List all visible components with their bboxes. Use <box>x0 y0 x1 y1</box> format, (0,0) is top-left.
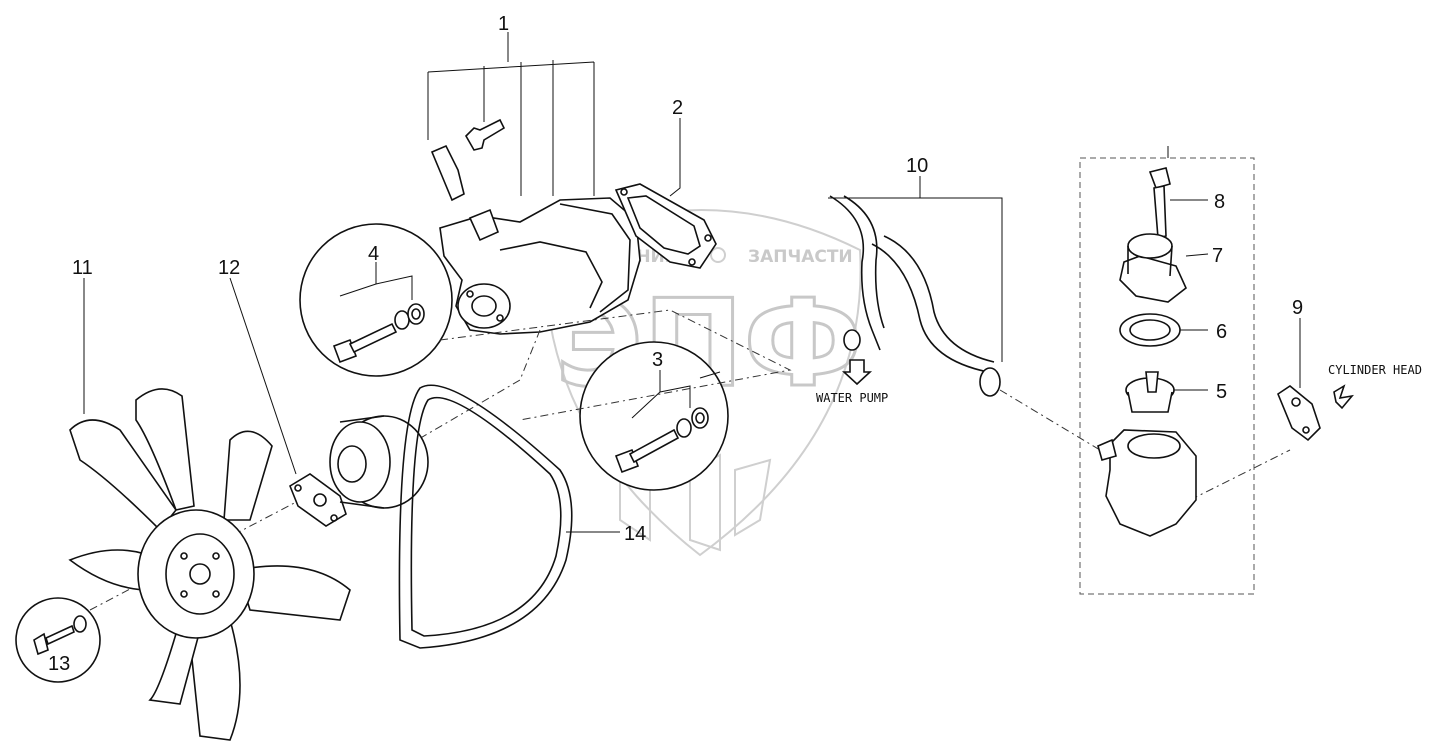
gear-icon <box>710 247 726 263</box>
callout-14: 14 <box>624 523 646 545</box>
callout-10: 10 <box>906 155 928 177</box>
callout-11: 11 <box>72 257 93 279</box>
pump-gasket <box>614 118 717 269</box>
callout-labels: 1 2 3 4 5 6 7 8 9 10 11 12 13 14 <box>48 13 1303 675</box>
v-belt <box>398 384 620 649</box>
callout-4: 4 <box>368 243 379 265</box>
coolant-hose <box>828 176 1003 397</box>
bolt-detail-4 <box>299 223 453 377</box>
water-pump-caption: WATER PUMP <box>816 391 888 405</box>
watermark-brand-right: ЗАПЧАСТИ <box>748 247 853 267</box>
thermostat-group-box <box>1079 157 1255 595</box>
callout-9: 9 <box>1292 297 1303 319</box>
callout-7: 7 <box>1212 245 1223 267</box>
callout-12: 12 <box>218 257 240 279</box>
fan-spacer <box>229 277 347 527</box>
water-pump-assembly <box>427 32 641 335</box>
callout-3: 3 <box>652 349 663 371</box>
cooling-fan <box>68 278 351 741</box>
bolt-detail-13 <box>15 597 101 683</box>
callout-6: 6 <box>1216 321 1227 343</box>
callout-1: 1 <box>498 13 509 35</box>
callout-2: 2 <box>672 97 683 119</box>
callout-8: 8 <box>1214 191 1225 213</box>
assembly-centerlines <box>89 309 1291 611</box>
head-gasket-9 <box>1277 318 1354 442</box>
cylinder-head-arrow-icon <box>1333 384 1354 410</box>
thermostat-group <box>1079 146 1255 595</box>
cylinder-head-caption: CYLINDER HEAD <box>1328 363 1422 377</box>
callout-5: 5 <box>1216 381 1227 403</box>
callout-13: 13 <box>48 653 70 675</box>
bolt-detail-3 <box>579 341 729 491</box>
